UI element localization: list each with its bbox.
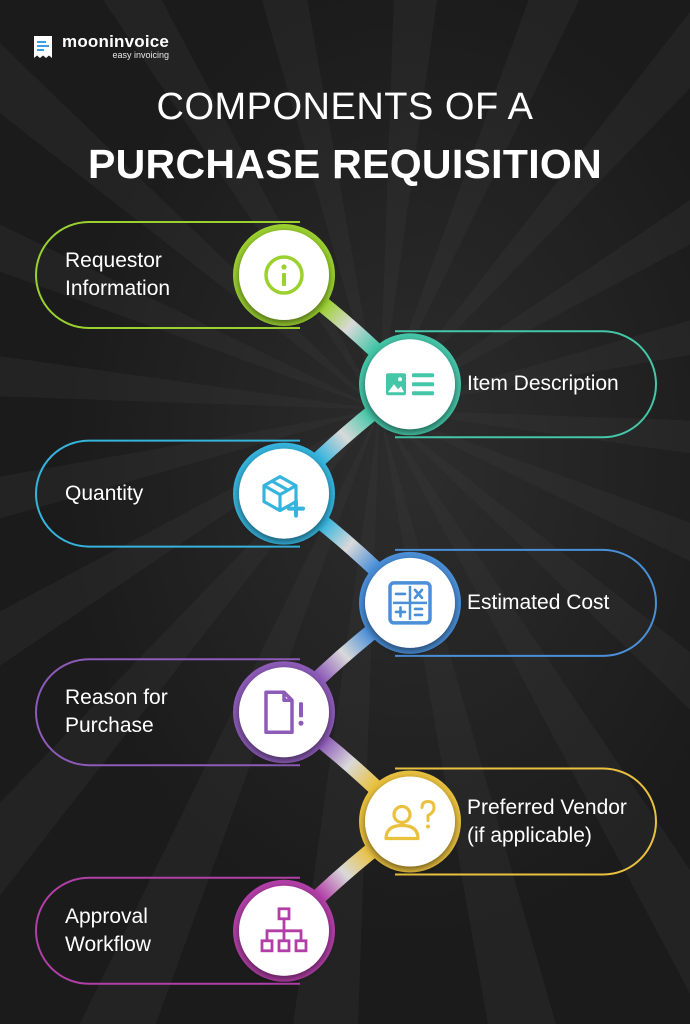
brand-logo: mooninvoice easy invoicing (32, 33, 169, 60)
step-6-label-line: Preferred Vendor (467, 795, 627, 819)
step-2-node (359, 333, 461, 436)
step-7-node (233, 879, 335, 982)
step-5-disc (239, 667, 329, 758)
step-3-outline (35, 439, 300, 548)
step-4-node (359, 551, 461, 654)
title-line-1: COMPONENTS OF A (156, 86, 534, 128)
step-6-disc (365, 776, 455, 867)
brand-name: mooninvoice (62, 32, 170, 51)
step-4-outline (395, 548, 657, 657)
step-6-label-line: (if applicable) (467, 823, 592, 847)
image-text-icon (386, 373, 434, 396)
document-alert-icon (264, 690, 304, 734)
step-5-node (233, 661, 335, 764)
step-5-outline (35, 658, 300, 767)
step-1-label-line: Information (65, 277, 171, 300)
step-6-node (359, 770, 461, 873)
step-7-label-line: Approval (65, 904, 148, 928)
step-5-label-line: Reason for (65, 686, 168, 710)
info-icon (264, 255, 304, 295)
step-2-label-line: Item Description (467, 372, 619, 396)
step-5-label-line: Purchase (65, 714, 154, 738)
step-1-label-line: Requestor (65, 249, 162, 272)
title-line-2: PURCHASE REQUISITION (88, 141, 602, 187)
step-2-outline (395, 330, 657, 439)
step-6-label: Preferred Vendor (if applicable) (467, 794, 627, 850)
step-3-node (233, 442, 335, 545)
step-4-label-line: Estimated Cost (467, 590, 610, 614)
step-4-label: Estimated Cost (467, 589, 609, 617)
step-7-label-line: Workflow (65, 932, 151, 956)
step-2-label: Item Description (467, 370, 619, 398)
step-1-node (233, 224, 335, 326)
step-3-label-line: Quantity (65, 481, 144, 505)
hierarchy-icon (260, 907, 308, 953)
step-6-outline (395, 767, 657, 876)
invoice-logo-icon (34, 35, 52, 58)
brand-tagline: easy invoicing (112, 50, 170, 60)
person-question-icon (384, 799, 436, 841)
calculator-icon (388, 581, 432, 625)
step-7-outline (35, 876, 300, 985)
step-2-disc (365, 339, 455, 430)
step-1-outline (35, 221, 300, 329)
step-3-label: Quantity (65, 480, 143, 508)
box-plus-icon (262, 475, 305, 518)
